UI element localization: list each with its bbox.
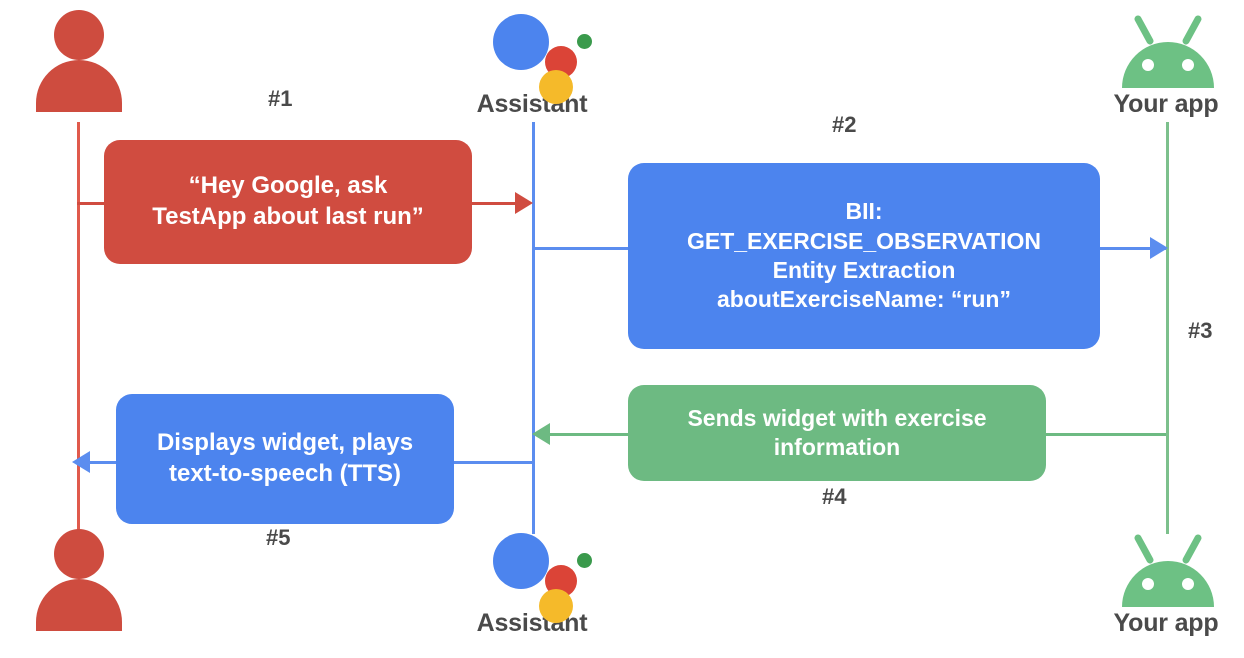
message-text-displays-widget: Displays widget, plays text-to-speech (T… [157, 428, 413, 489]
assistant-dot-blue-icon [493, 533, 549, 589]
message-box-hey-google[interactable]: “Hey Google, ask TestApp about last run” [104, 140, 472, 264]
arrowhead-user-to-assistant [515, 192, 533, 214]
message-line: text-to-speech (TTS) [168, 460, 401, 487]
lifeline-assistant [532, 122, 535, 534]
assistant-dot-yellow-icon [539, 589, 573, 623]
actor-assistant-bottom: Assistant [452, 527, 612, 636]
arrowhead-app-to-assistant [532, 423, 550, 445]
assistant-dot-blue-icon [493, 14, 549, 70]
message-box-sends-widget[interactable]: Sends widget with exercise information [628, 385, 1046, 481]
actor-label-assistant-top: Assistant [476, 90, 588, 118]
assistant-dot-green-icon [577, 553, 592, 568]
step-number-4: #4 [822, 484, 847, 509]
actor-assistant-top: Assistant [452, 8, 612, 117]
person-body-shape [36, 579, 122, 631]
person-icon [24, 527, 134, 631]
message-text-hey-google: “Hey Google, ask TestApp about last run” [152, 171, 424, 232]
actor-your-app-top: Your app [1086, 8, 1244, 117]
actor-label-your-app-bottom: Your app [1113, 609, 1219, 637]
lifeline-your-app [1166, 122, 1169, 534]
android-icon [1111, 8, 1221, 90]
actor-label-your-app-top: Your app [1113, 90, 1219, 118]
step-number-1: #1 [268, 86, 293, 111]
google-assistant-icon [477, 527, 592, 623]
actor-user-top: User [0, 8, 159, 117]
message-text-sends-widget: Sends widget with exercise information [687, 404, 986, 463]
actor-user-bottom: User [0, 527, 159, 636]
person-icon [24, 8, 134, 112]
person-head-shape [54, 10, 104, 60]
message-line: Displays widget, plays [156, 429, 414, 457]
message-line: Sends widget with exercise [687, 404, 987, 431]
message-box-displays-widget[interactable]: Displays widget, plays text-to-speech (T… [116, 394, 454, 524]
lifeline-user [77, 122, 80, 534]
message-line: Entity Extraction [772, 257, 956, 283]
message-line: information [773, 434, 901, 460]
person-head-shape [54, 529, 104, 579]
step-number-5: #5 [266, 525, 291, 550]
step-number-2: #2 [832, 112, 857, 137]
message-line: aboutExerciseName: “run” [717, 286, 1011, 313]
message-line: “Hey Google, ask [188, 172, 388, 200]
person-body-shape [36, 60, 122, 112]
step-number-3: #3 [1188, 318, 1213, 343]
google-assistant-icon [477, 8, 592, 104]
android-icon-svg [1122, 15, 1214, 88]
android-icon-svg [1122, 534, 1214, 607]
message-line: TestApp about last run” [152, 203, 424, 230]
arrowhead-assistant-to-app [1150, 237, 1168, 259]
actor-your-app-bottom: Your app [1086, 527, 1244, 636]
android-icon [1111, 527, 1221, 609]
message-text-bii: BII: GET_EXERCISE_OBSERVATION Entity Ext… [687, 197, 1041, 315]
actor-label-assistant-bottom: Assistant [476, 609, 588, 637]
message-line: BII: [845, 198, 883, 225]
arrowhead-assistant-to-user [72, 451, 90, 473]
message-line: GET_EXERCISE_OBSERVATION [686, 227, 1042, 254]
message-box-bii-get-exercise-observation[interactable]: BII: GET_EXERCISE_OBSERVATION Entity Ext… [628, 163, 1100, 349]
assistant-dot-yellow-icon [539, 70, 573, 104]
assistant-dot-green-icon [577, 34, 592, 49]
